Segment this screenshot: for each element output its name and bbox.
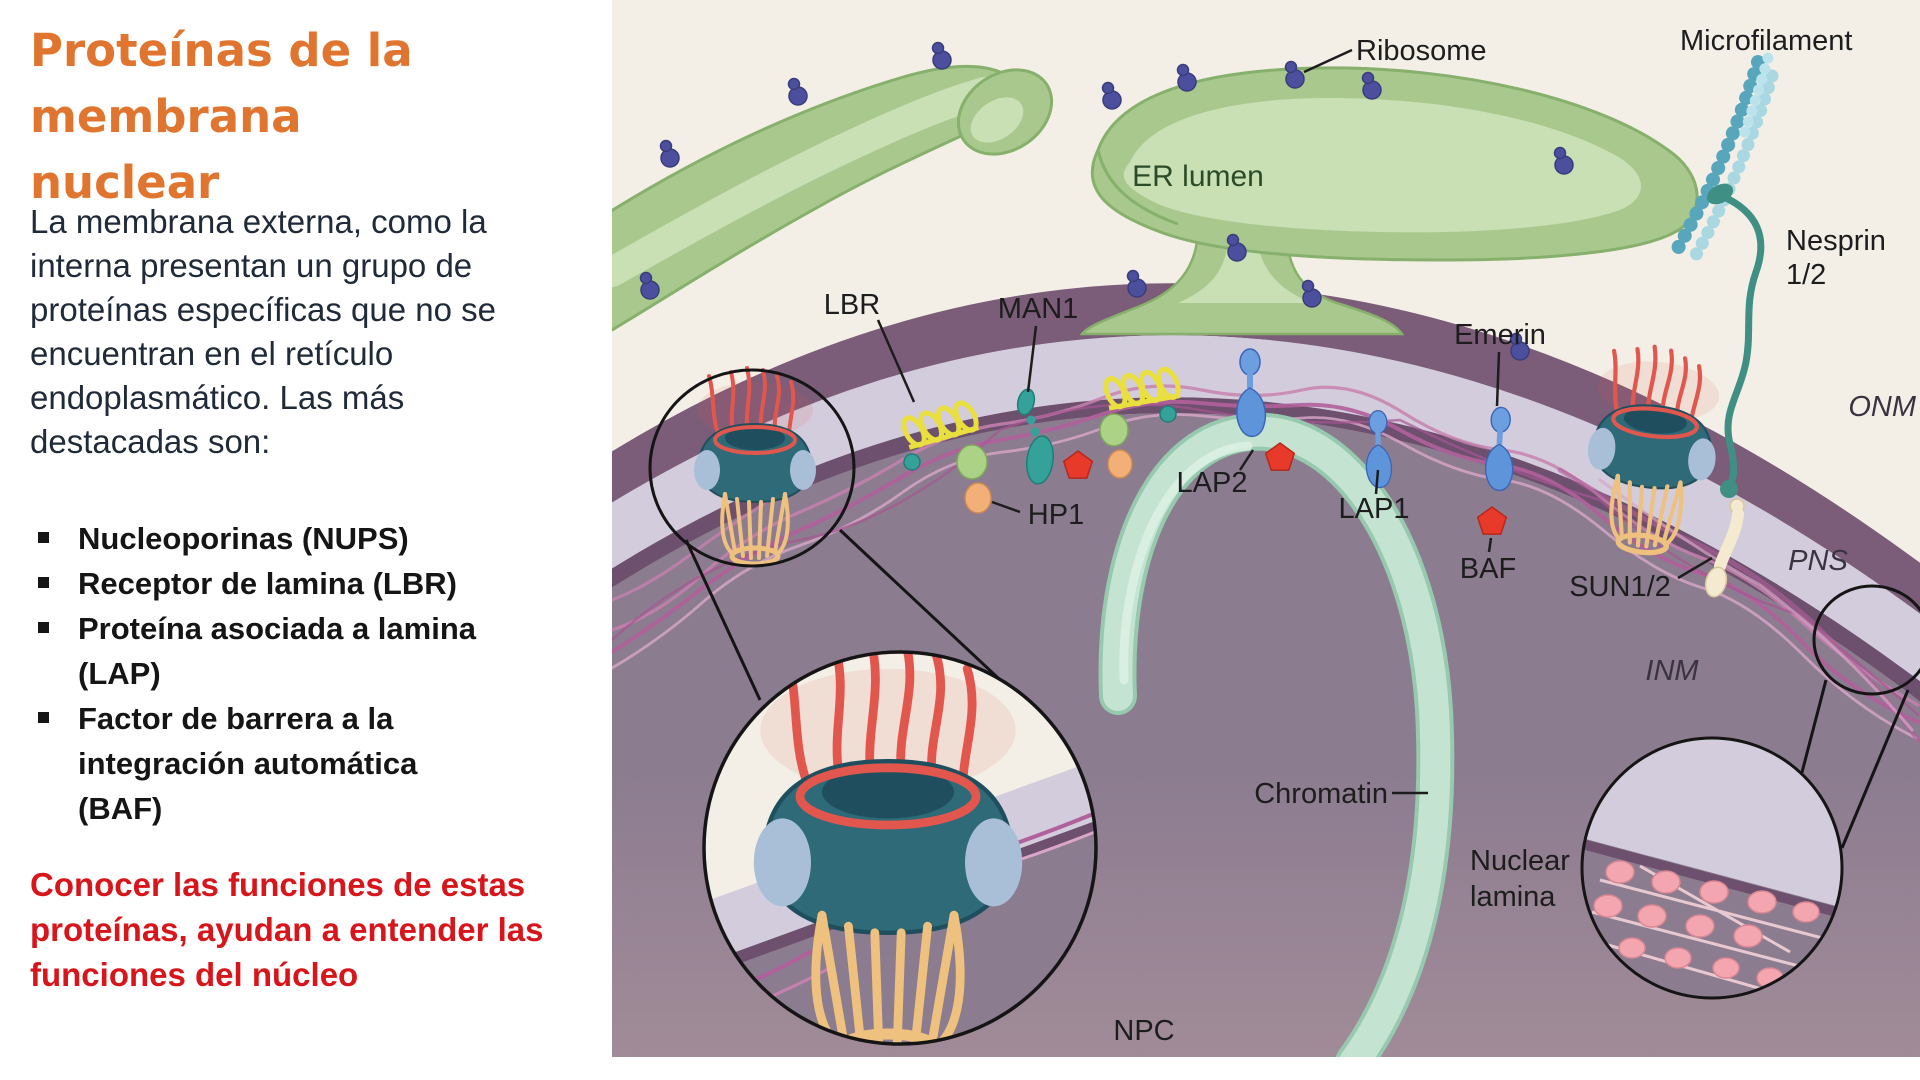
list-item-baf: Factor de barrera a la integración autom… [30, 696, 510, 831]
label-inm: INM [1645, 655, 1699, 687]
linc-complex [1671, 52, 1779, 598]
nesprin-end [1720, 480, 1738, 498]
protein-list: Nucleoporinas (NUPS) Receptor de lamina … [30, 516, 510, 831]
er-stalk [1079, 230, 1405, 336]
nuclear-membrane-diagram: Ribosome Microfilament ER lumen LBR MAN1… [612, 0, 1920, 1057]
hp1-protein [1107, 449, 1133, 479]
man1-protein [1016, 388, 1054, 485]
er-ribbon [612, 64, 1054, 332]
list-item-nups: Nucleoporinas (NUPS) [30, 516, 510, 561]
label-onm: ONM [1848, 391, 1917, 423]
lbr-tail-dot [1159, 405, 1177, 423]
intro-paragraph: La membrana externa, como la interna pre… [30, 203, 496, 460]
er-sac [1090, 66, 1699, 262]
label-pointer-lines [876, 48, 1713, 795]
red-note: Conocer las funciones de estas proteínas… [30, 866, 544, 993]
microfilament-strand [1671, 55, 1765, 255]
label-emerin: Emerin [1454, 319, 1546, 351]
label-nuclear-lamina: Nuclear [1470, 845, 1570, 877]
label-nuclear-lamina-2: lamina [1470, 881, 1556, 913]
label-lbr: LBR [824, 289, 880, 321]
list-item-lap: Proteína asociada a lamina (LAP) [30, 606, 510, 696]
label-man1: MAN1 [998, 293, 1079, 325]
lamina-zoom-circle [1812, 584, 1920, 696]
label-pns: PNS [1788, 545, 1848, 577]
label-er-lumen: ER lumen [1132, 160, 1264, 193]
label-sun: SUN1/2 [1569, 571, 1671, 603]
label-hp1: HP1 [1028, 499, 1084, 531]
npc-magnified-outline [702, 650, 1098, 1046]
text-panel: Proteínas de la membrana nuclear La memb… [0, 0, 560, 1080]
sun-protein [1704, 566, 1728, 598]
label-chromatin: Chromatin [1254, 778, 1388, 810]
microfilament-strand [1685, 69, 1779, 269]
lamina-magnified-outline [1580, 736, 1844, 1000]
zoom-connector-lines [1798, 679, 1910, 849]
label-nesprin-2: 1/2 [1786, 259, 1826, 291]
lbr-green-domain [1099, 413, 1129, 447]
label-ribosome: Ribosome [1356, 35, 1487, 67]
label-baf: BAF [1460, 553, 1516, 585]
npc-magnified-view [704, 652, 1096, 1044]
label-microfilament: Microfilament [1680, 25, 1852, 57]
chromatin-strand [1098, 412, 1455, 1057]
label-nesprin: Nesprin [1786, 225, 1886, 257]
npc-zoom-circle [648, 368, 856, 568]
list-item-lbr: Receptor de lamina (LBR) [30, 561, 510, 606]
page-title: Proteínas de la membrana nuclear [30, 24, 413, 209]
microfilament-strand [1736, 52, 1774, 146]
lbr-tail-dot [903, 453, 921, 471]
hp1-protein [964, 482, 992, 514]
label-lap1: LAP1 [1339, 493, 1410, 525]
label-lap2: LAP2 [1177, 467, 1248, 499]
label-npc: NPC [1113, 1015, 1174, 1047]
lbr-green-domain [956, 444, 988, 480]
sun-protein [1714, 508, 1744, 572]
nesprin-protein [1718, 192, 1765, 491]
lamina-magnified-view [1582, 738, 1842, 998]
inm-proteins [899, 348, 1517, 535]
